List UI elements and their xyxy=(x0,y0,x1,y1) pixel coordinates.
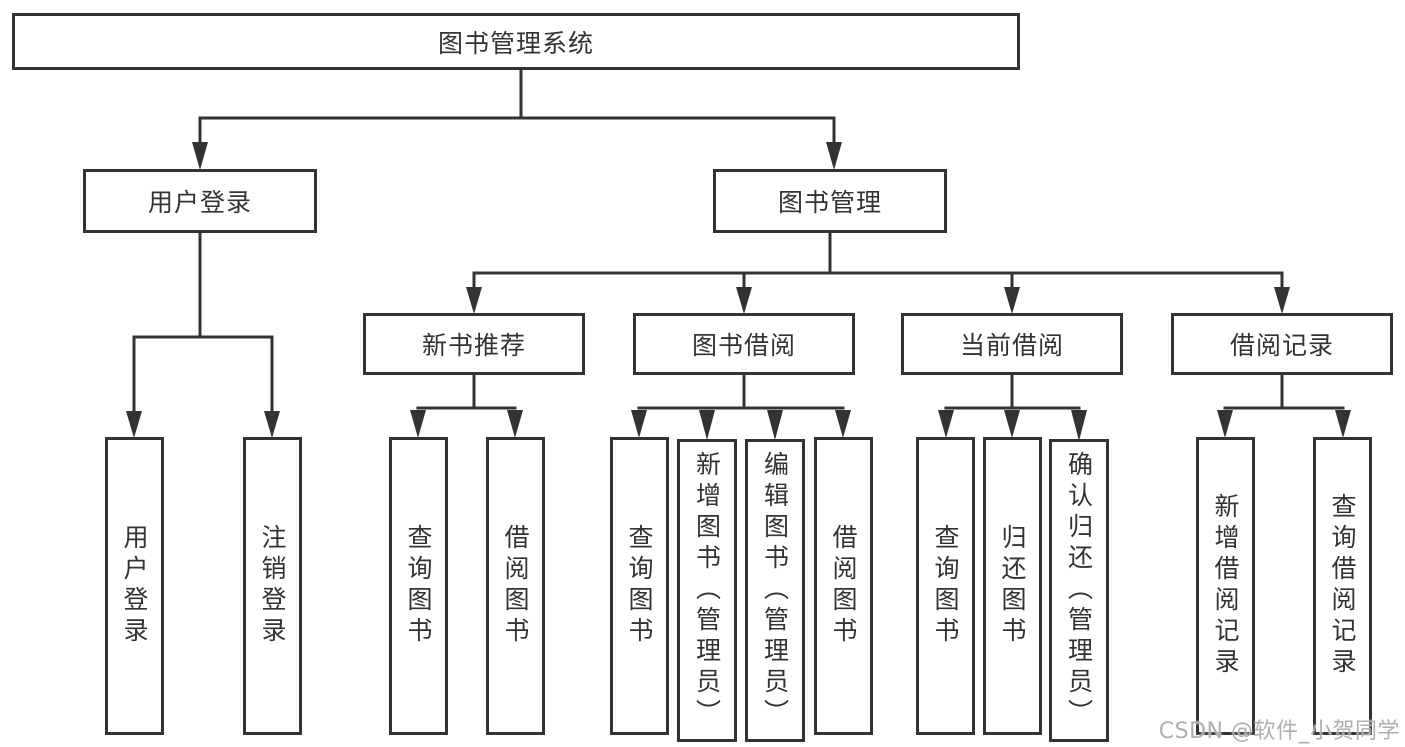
node-root-label: 图书管理系统 xyxy=(437,28,594,58)
leaf-recommend-borrow-books: 借阅图书 xyxy=(486,437,545,735)
leaf-borrowing-add-books-admin: 新增图书（管理员） xyxy=(677,439,737,742)
node-borrowing-records: 借阅记录 xyxy=(1171,313,1393,375)
leaf-label: 用户登录 xyxy=(120,524,149,648)
leaf-label: 查询图书 xyxy=(931,524,960,648)
node-label: 用户登录 xyxy=(147,188,252,217)
leaf-borrowing-query-books: 查询图书 xyxy=(610,437,669,735)
leaf-label: 新增图书（管理员） xyxy=(692,451,722,730)
node-label: 图书管理 xyxy=(777,188,882,217)
leaf-current-return-books: 归还图书 xyxy=(983,437,1042,735)
node-user-login-branch: 用户登录 xyxy=(83,169,317,233)
leaf-label: 查询图书 xyxy=(625,524,654,648)
node-current-borrowing: 当前借阅 xyxy=(901,313,1123,375)
leaf-label: 借阅图书 xyxy=(829,524,858,648)
node-book-management-branch: 图书管理 xyxy=(713,169,947,233)
leaf-label: 借阅图书 xyxy=(501,524,530,648)
leaf-label: 查询借阅记录 xyxy=(1328,493,1357,679)
node-new-book-recommend: 新书推荐 xyxy=(363,313,585,375)
csdn-watermark: CSDN @软件_小贺同学 xyxy=(1158,719,1400,744)
leaf-label: 编辑图书（管理员） xyxy=(760,451,790,730)
leaf-current-query-books: 查询图书 xyxy=(916,437,975,735)
leaf-user-login: 用户登录 xyxy=(105,437,164,735)
node-label: 借阅记录 xyxy=(1229,331,1334,360)
leaf-records-query-record: 查询借阅记录 xyxy=(1313,437,1372,735)
leaf-label: 确认归还（管理员） xyxy=(1064,451,1094,730)
node-label: 图书借阅 xyxy=(691,331,796,360)
node-book-borrowing: 图书借阅 xyxy=(633,313,855,375)
leaf-label: 新增借阅记录 xyxy=(1211,493,1240,679)
leaf-borrowing-borrow-books: 借阅图书 xyxy=(814,437,873,735)
leaf-label: 注销登录 xyxy=(258,524,287,648)
node-label: 当前借阅 xyxy=(959,331,1064,360)
leaf-label: 归还图书 xyxy=(998,524,1027,648)
leaf-borrowing-edit-books-admin: 编辑图书（管理员） xyxy=(745,439,805,742)
leaf-label: 查询图书 xyxy=(404,524,433,648)
leaf-records-add-record: 新增借阅记录 xyxy=(1196,437,1255,735)
node-label: 新书推荐 xyxy=(421,331,526,360)
leaf-logout: 注销登录 xyxy=(243,437,302,735)
leaf-recommend-query-books: 查询图书 xyxy=(389,437,448,735)
leaf-current-confirm-return-admin: 确认归还（管理员） xyxy=(1049,439,1109,742)
node-root-system: 图书管理系统 xyxy=(12,13,1020,70)
